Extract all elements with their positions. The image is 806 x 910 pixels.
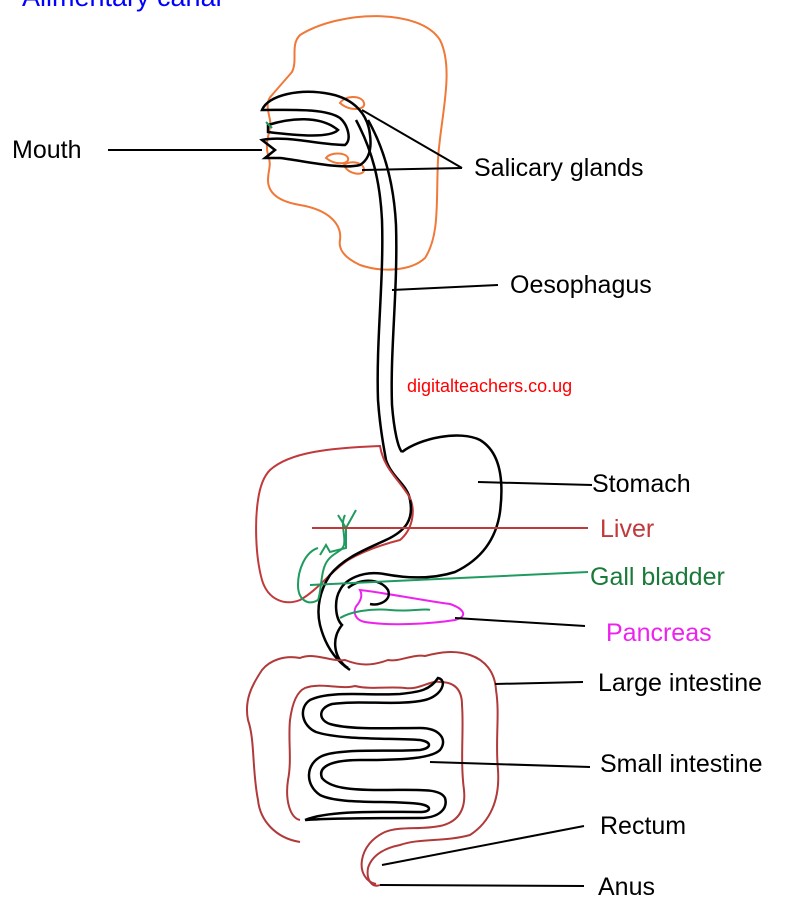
tongue bbox=[268, 119, 338, 135]
pancreas-outline bbox=[355, 590, 464, 624]
label-mouth: Mouth bbox=[12, 136, 81, 164]
large-intestine-leader bbox=[495, 682, 583, 684]
watermark-text: digitalteachers.co.ug bbox=[407, 376, 572, 396]
stomach-inner bbox=[318, 500, 410, 670]
label-anus: Anus bbox=[598, 873, 655, 901]
label-stomach: Stomach bbox=[592, 470, 691, 498]
label-pancreas: Pancreas bbox=[606, 619, 712, 647]
label-large-intestine: Large intestine bbox=[598, 669, 762, 697]
anus-leader bbox=[380, 885, 584, 886]
oesophagus bbox=[356, 120, 410, 500]
oesophagus-leader bbox=[392, 285, 498, 290]
small-intestine bbox=[303, 678, 446, 820]
label-salivary-glands: Salicary glands bbox=[474, 154, 644, 182]
small-intestine-leader bbox=[430, 762, 590, 767]
label-oesophagus: Oesophagus bbox=[510, 271, 652, 299]
label-liver: Liver bbox=[600, 515, 654, 543]
label-gall-bladder: Gall bladder bbox=[590, 563, 725, 591]
salivary-leader-lower bbox=[362, 168, 462, 170]
label-small-intestine: Small intestine bbox=[600, 750, 763, 778]
duodenum-green bbox=[340, 609, 430, 618]
stomach-leader bbox=[478, 482, 592, 485]
bile-duct bbox=[320, 510, 356, 555]
label-rectum: Rectum bbox=[600, 812, 686, 840]
liver-outline bbox=[256, 446, 413, 602]
leader-lines bbox=[108, 110, 592, 886]
mouth-outline bbox=[262, 92, 371, 167]
rectum-leader bbox=[382, 826, 584, 865]
pancreas-leader bbox=[455, 618, 585, 626]
diagram-title: Alimentary canal bbox=[22, 0, 222, 12]
salivary-gland-lower bbox=[326, 154, 348, 164]
